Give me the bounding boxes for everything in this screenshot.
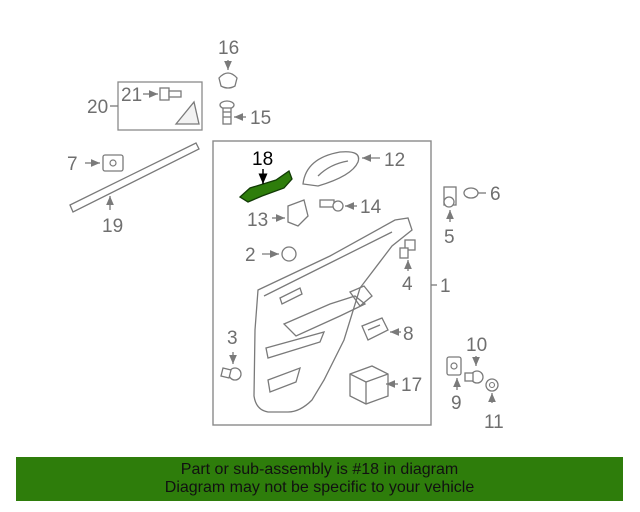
- callout-19[interactable]: 19: [102, 216, 123, 237]
- footer-banner: Part or sub-assembly is #18 in diagram D…: [16, 457, 623, 501]
- callout-9[interactable]: 9: [451, 393, 462, 414]
- callout-20[interactable]: 20: [87, 97, 108, 118]
- callout-4[interactable]: 4: [402, 274, 413, 295]
- callout-14[interactable]: 14: [360, 197, 382, 218]
- part-6-grommet: [463, 187, 486, 199]
- callout-6[interactable]: 6: [490, 184, 501, 205]
- callout-15[interactable]: 15: [250, 108, 271, 129]
- part-20-triangle: [174, 100, 200, 125]
- banner-line-1: Part or sub-assembly is #18 in diagram: [180, 461, 459, 478]
- part-14-screw: [319, 199, 357, 212]
- part-21-screw: [143, 87, 182, 101]
- part-9-clip: [446, 356, 462, 390]
- callout-8[interactable]: 8: [403, 324, 414, 345]
- part-8-switch: [361, 317, 401, 341]
- parts-diagram: 1 16 15 20 21 19 7 12: [67, 38, 504, 433]
- part-4-bolt: [399, 239, 416, 271]
- door-trim-panel: [253, 217, 413, 413]
- callout-1[interactable]: 1: [440, 276, 451, 297]
- callout-3[interactable]: 3: [227, 328, 238, 349]
- part-18-highlighted: [238, 169, 293, 203]
- part-11-clip: [485, 378, 499, 403]
- callout-13[interactable]: 13: [247, 210, 268, 231]
- part-7-clip: [85, 154, 124, 172]
- door-assembly-frame: [212, 140, 432, 426]
- part-5-bracket: [443, 186, 457, 222]
- part-16-cap: [218, 60, 238, 89]
- callout-21[interactable]: 21: [121, 85, 142, 106]
- callout-2[interactable]: 2: [245, 245, 256, 266]
- callout-11[interactable]: 11: [484, 412, 504, 433]
- callout-5[interactable]: 5: [444, 227, 455, 248]
- banner-line-2: Diagram may not be specific to your vehi…: [164, 479, 475, 496]
- part-10-screw: [464, 356, 484, 384]
- part-13-bracket: [272, 199, 309, 227]
- part-3-clip: [220, 352, 242, 381]
- part-12-handle: [302, 151, 380, 187]
- callout-17[interactable]: 17: [401, 375, 422, 396]
- callout-10[interactable]: 10: [466, 335, 487, 356]
- callout-16[interactable]: 16: [218, 38, 239, 59]
- part-17-window-switch: [349, 365, 398, 405]
- part-15-clip: [219, 100, 246, 125]
- part-19-molding: [69, 142, 200, 213]
- part-2-clip: [262, 246, 297, 262]
- callout-12[interactable]: 12: [384, 150, 405, 171]
- callout-7[interactable]: 7: [67, 154, 78, 175]
- callout-18[interactable]: 18: [252, 149, 273, 170]
